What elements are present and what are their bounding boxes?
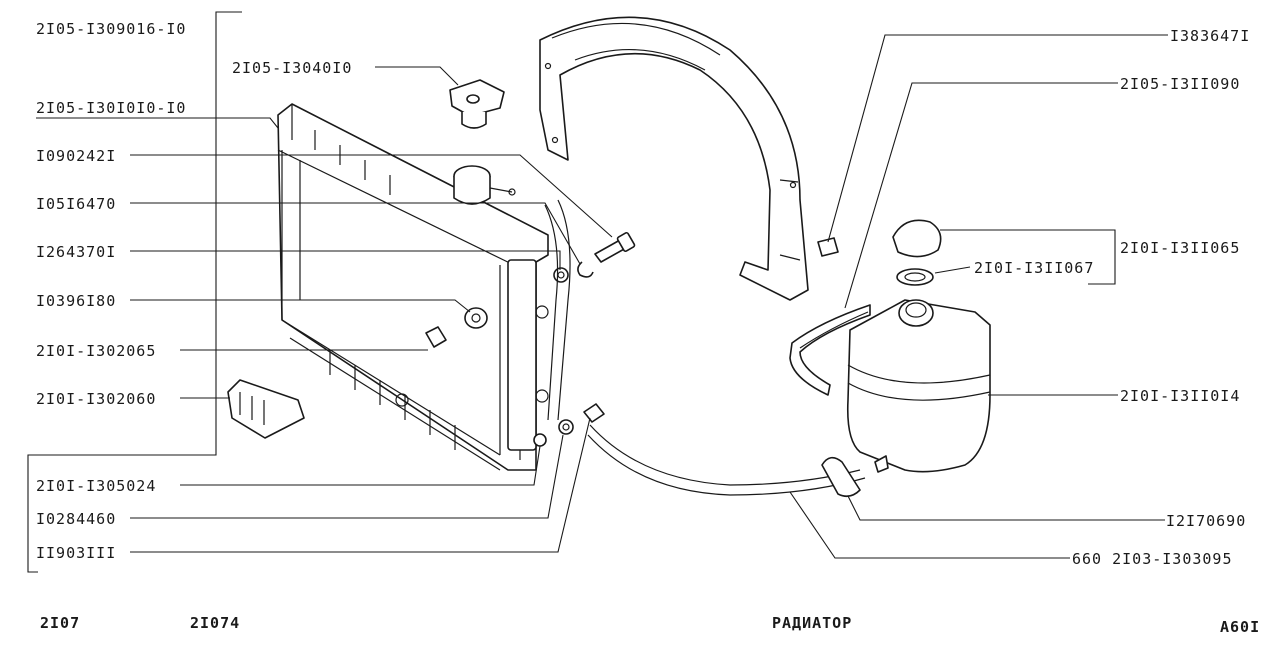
part-label: 2I0I-I305024 [36, 477, 156, 495]
fan-shroud-drawing [539, 16, 809, 301]
part-label: 2I05-I30I0I0-I0 [36, 99, 186, 117]
leader-lines [27, 11, 1168, 573]
part-label: I0284460 [36, 510, 116, 528]
part-label: 2I0I-I3II065 [1120, 239, 1240, 257]
part-label: I2I70690 [1166, 512, 1246, 530]
radiator-drawing [277, 103, 549, 471]
part-label: 2I05-I309016-I0 [36, 20, 186, 38]
expansion-tank-drawing [789, 219, 991, 473]
footer: 2I07 2I074 РАДИАТОР A60I [40, 614, 1260, 636]
part-label: 2I0I-I3II0I4 [1120, 387, 1240, 405]
part-label: I383647I [1170, 27, 1250, 45]
part-label: I05I6470 [36, 195, 116, 213]
sheet-title: РАДИАТОР [772, 614, 852, 632]
bracket-drawing [227, 379, 305, 439]
overflow-hose-drawing [544, 199, 866, 498]
part-label: 2I0I-I302060 [36, 390, 156, 408]
part-label: I264370I [36, 243, 116, 261]
part-label: 2I05-I3II090 [1120, 75, 1240, 93]
right-part-labels: I383647I 2I05-I3II090 2I0I-I3II065 2I0I-… [974, 27, 1250, 568]
part-label: I090242I [36, 147, 116, 165]
model-code: 2I07 [40, 614, 80, 632]
part-label: I0396I80 [36, 292, 116, 310]
radiator-cap-drawing [449, 79, 505, 129]
sheet-number: A60I [1220, 618, 1260, 636]
part-label: 660 2I03-I303095 [1072, 550, 1233, 568]
part-label: 2I0I-I302065 [36, 342, 156, 360]
part-label: 2I0I-I3II067 [974, 259, 1094, 277]
model-code: 2I074 [190, 614, 240, 632]
part-label: II903III [36, 544, 116, 562]
part-label: 2I05-I3040I0 [232, 59, 352, 77]
left-part-labels: 2I05-I309016-I0 2I05-I3040I0 2I05-I30I0I… [36, 20, 352, 562]
